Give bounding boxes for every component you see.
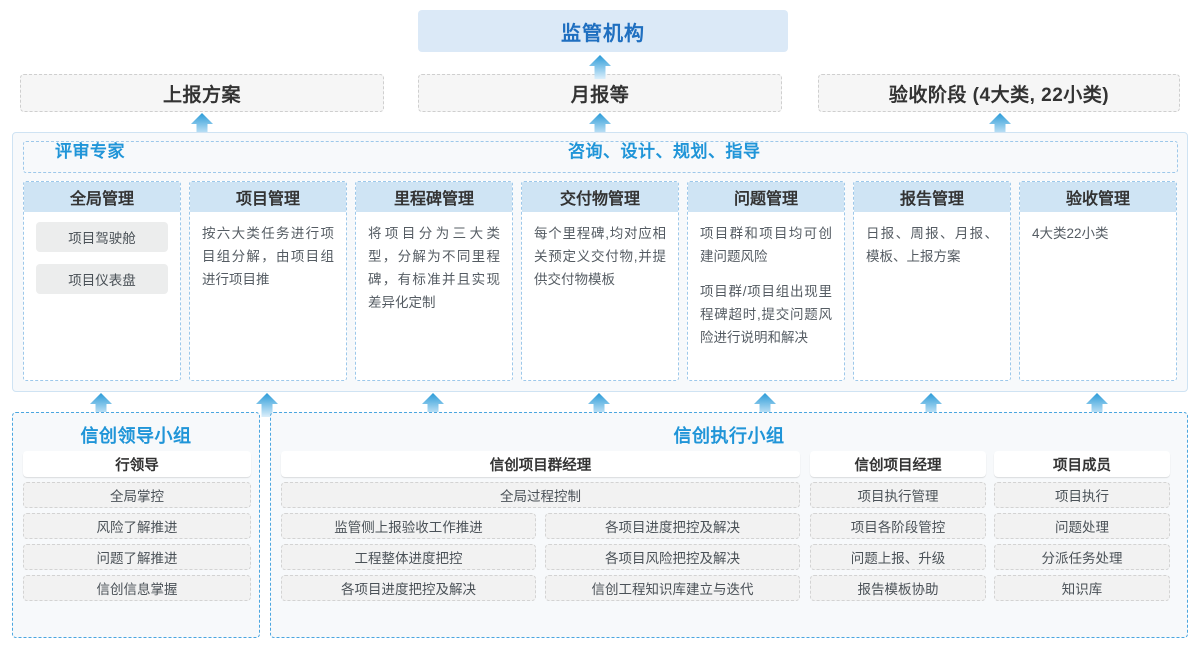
column-body: 项目驾驶舱 项目仪表盘	[24, 212, 180, 312]
arrow-up-icon	[421, 392, 445, 418]
list-item[interactable]: 信创工程知识库建立与迭代	[545, 575, 800, 601]
arrow-up-icon	[89, 392, 113, 418]
arrow-up-icon	[1085, 392, 1109, 418]
column-body: 4大类22小类	[1020, 212, 1176, 263]
role-header[interactable]: 项目成员	[994, 451, 1170, 477]
leadership-group: 信创领导小组 行领导 全局掌控 风险了解推进 问题了解推进 信创信息掌握	[12, 412, 260, 638]
project-member-column: 项目成员 项目执行 问题处理 分派任务处理 知识库	[994, 451, 1170, 601]
column-pill[interactable]: 项目驾驶舱	[36, 222, 168, 252]
arrow-up-icon	[753, 392, 777, 418]
list-item[interactable]: 风险了解推进	[23, 513, 251, 539]
report-plan-box: 上报方案	[20, 74, 384, 112]
list-item[interactable]: 项目各阶段管控	[810, 513, 986, 539]
capability-column[interactable]: 全局管理 项目驾驶舱 项目仪表盘	[23, 181, 181, 381]
list-item[interactable]: 报告模板协助	[810, 575, 986, 601]
list-item[interactable]: 问题处理	[994, 513, 1170, 539]
arrow-up-icon	[255, 392, 279, 418]
list-item[interactable]: 各项目风险把控及解决	[545, 544, 800, 570]
list-item[interactable]: 问题了解推进	[23, 544, 251, 570]
capability-column[interactable]: 里程碑管理 将项目分为三大类型，分解为不同里程碑，有标准并且实现差异化定制	[355, 181, 513, 381]
arrow-up-icon	[190, 112, 214, 138]
column-header: 交付物管理	[522, 182, 678, 212]
execution-group-title: 信创执行小组	[673, 426, 785, 446]
column-header: 验收管理	[1020, 182, 1176, 212]
column-paragraph: 4大类22小类	[1032, 226, 1109, 241]
column-header: 报告管理	[854, 182, 1010, 212]
column-body: 将项目分为三大类型，分解为不同里程碑，有标准并且实现差异化定制	[356, 212, 512, 332]
arrow-up-icon	[587, 392, 611, 418]
column-header: 全局管理	[24, 182, 180, 212]
column-paragraph: 项目群和项目均可创建问题风险	[700, 226, 832, 264]
acceptance-stage-label: 验收阶段 (4大类, 22小类)	[888, 84, 1110, 106]
list-item[interactable]: 各项目进度把控及解决	[545, 513, 800, 539]
program-manager-column-b: 各项目进度把控及解决 各项目风险把控及解决 信创工程知识库建立与迭代	[545, 513, 800, 601]
arrow-up-icon	[988, 112, 1012, 138]
capability-column[interactable]: 验收管理 4大类22小类	[1019, 181, 1177, 381]
arrow-up-icon	[919, 392, 943, 418]
project-manager-column: 信创项目经理 项目执行管理 项目各阶段管控 问题上报、升级 报告模板协助	[810, 451, 986, 601]
list-item[interactable]: 全局掌控	[23, 482, 251, 508]
column-body: 日报、周报、月报、模板、上报方案	[854, 212, 1010, 286]
list-item[interactable]: 监管侧上报验收工作推进	[281, 513, 536, 539]
column-header: 里程碑管理	[356, 182, 512, 212]
list-item[interactable]: 工程整体进度把控	[281, 544, 536, 570]
column-paragraph: 项目群/项目组出现里程碑超时,提交问题风险进行说明和解决	[700, 284, 832, 345]
role-header[interactable]: 信创项目经理	[810, 451, 986, 477]
column-header: 项目管理	[190, 182, 346, 212]
leadership-group-title: 信创领导小组	[80, 426, 192, 446]
role-label-consulting: 咨询、设计、规划、指导	[568, 142, 761, 161]
column-pill[interactable]: 项目仪表盘	[36, 264, 168, 294]
role-header[interactable]: 信创项目群经理	[281, 451, 800, 477]
capability-column[interactable]: 项目管理 按六大类任务进行项目组分解，由项目组进行项目推	[189, 181, 347, 381]
role-header[interactable]: 行领导	[23, 451, 251, 477]
capability-column[interactable]: 问题管理 项目群和项目均可创建问题风险 项目群/项目组出现里程碑超时,提交问题风…	[687, 181, 845, 381]
regulator-box: 监管机构	[418, 10, 788, 52]
list-item[interactable]: 知识库	[994, 575, 1170, 601]
arrow-up-icon	[588, 112, 612, 138]
column-body: 每个里程碑,均对应相关预定义交付物,并提供交付物模板	[522, 212, 678, 309]
list-item[interactable]: 信创信息掌握	[23, 575, 251, 601]
execution-group: 信创执行小组 信创项目群经理 全局过程控制 监管侧上报验收工作推进 工程整体进度…	[270, 412, 1188, 638]
program-manager-header-wrap: 信创项目群经理	[281, 451, 800, 477]
leadership-group-stack: 行领导 全局掌控 风险了解推进 问题了解推进 信创信息掌握	[23, 451, 251, 601]
list-item[interactable]: 项目执行	[994, 482, 1170, 508]
arrow-up-icon	[588, 54, 612, 80]
column-paragraph: 日报、周报、月报、模板、上报方案	[866, 226, 998, 264]
list-item[interactable]: 各项目进度把控及解决	[281, 575, 536, 601]
acceptance-stage-box: 验收阶段 (4大类, 22小类)	[818, 74, 1180, 112]
list-item[interactable]: 项目执行管理	[810, 482, 986, 508]
report-plan-label: 上报方案	[162, 84, 241, 106]
role-strip	[23, 141, 1178, 173]
column-header: 问题管理	[688, 182, 844, 212]
program-manager-full-item-wrap: 全局过程控制	[281, 482, 800, 508]
column-paragraph: 每个里程碑,均对应相关预定义交付物,并提供交付物模板	[534, 226, 666, 287]
column-paragraph: 将项目分为三大类型，分解为不同里程碑，有标准并且实现差异化定制	[368, 226, 500, 310]
list-item[interactable]: 全局过程控制	[281, 482, 800, 508]
monthly-report-box: 月报等	[418, 74, 782, 112]
capability-column[interactable]: 报告管理 日报、周报、月报、模板、上报方案	[853, 181, 1011, 381]
column-body: 项目群和项目均可创建问题风险 项目群/项目组出现里程碑超时,提交问题风险进行说明…	[688, 212, 844, 367]
monthly-report-label: 月报等	[570, 84, 630, 106]
regulator-label: 监管机构	[561, 22, 645, 45]
role-label-expert: 评审专家	[55, 142, 125, 161]
program-manager-column-a: 监管侧上报验收工作推进 工程整体进度把控 各项目进度把控及解决	[281, 513, 536, 601]
list-item[interactable]: 问题上报、升级	[810, 544, 986, 570]
list-item[interactable]: 分派任务处理	[994, 544, 1170, 570]
column-paragraph: 按六大类任务进行项目组分解，由项目组进行项目推	[202, 226, 334, 287]
capability-column[interactable]: 交付物管理 每个里程碑,均对应相关预定义交付物,并提供交付物模板	[521, 181, 679, 381]
column-body: 按六大类任务进行项目组分解，由项目组进行项目推	[190, 212, 346, 309]
capability-band: 评审专家 咨询、设计、规划、指导 全局管理 项目驾驶舱 项目仪表盘 项目管理 按…	[12, 132, 1188, 392]
